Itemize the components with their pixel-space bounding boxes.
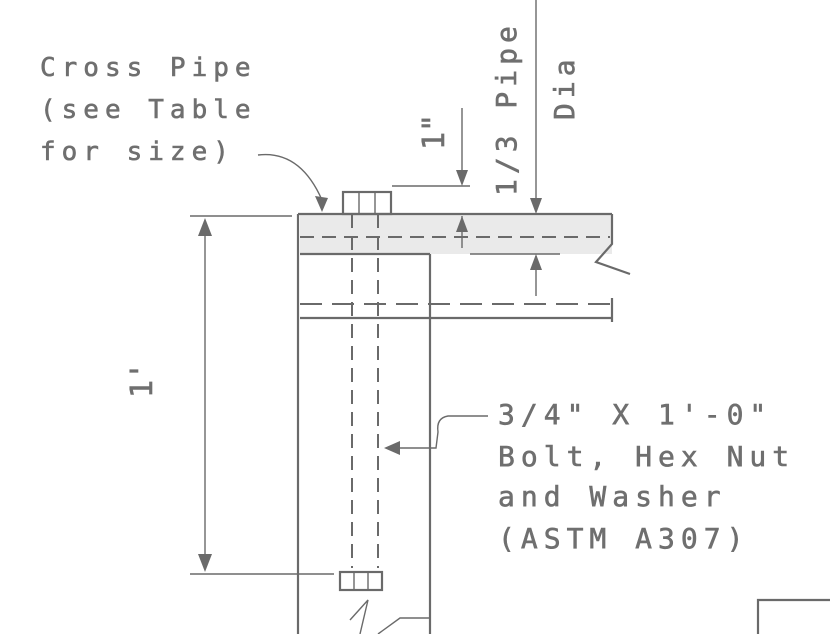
height-dim-label: 1' — [125, 362, 160, 398]
hex-nut-bottom — [338, 570, 384, 592]
bolt-arrowhead — [384, 441, 400, 455]
bolt-line-4: (ASTM A307) — [498, 522, 749, 555]
bolt-line-1: 3/4" X 1'-0" — [498, 398, 772, 431]
pipe-fraction-label: 1/3 Pipe — [490, 21, 523, 196]
cross-pipe-leader — [257, 153, 323, 201]
vertical-post — [296, 214, 432, 634]
pipe-fraction-dimension: 1/3 Pipe Dia — [470, 0, 581, 296]
bolt-leader — [400, 415, 488, 449]
hex-nut-top — [341, 190, 393, 216]
bolt-line-3: and Washer — [498, 480, 727, 513]
depth-dimension: 1" — [392, 108, 470, 248]
cross-pipe-line-1: Cross Pipe — [40, 53, 257, 83]
bottom-fragments — [349, 598, 830, 634]
cross-pipe-line-2: (see Table — [40, 95, 257, 125]
dia-label: Dia — [548, 54, 581, 120]
adjacent-detail-frame — [756, 598, 830, 634]
bolt-line-2: Bolt, Hex Nut — [498, 440, 795, 473]
cross-pipe-fill — [300, 214, 612, 254]
pipe-break-mark — [594, 214, 631, 276]
height-dimension: 1' — [125, 215, 334, 575]
bolt-callout: 3/4" X 1'-0" Bolt, Hex Nut and Washer (A… — [384, 398, 795, 555]
cross-pipe-line-3: for size) — [40, 137, 235, 167]
bolt — [338, 190, 393, 592]
cross-pipe-callout: Cross Pipe (see Table for size) — [40, 53, 328, 212]
cross-pipe-arrowhead — [315, 196, 328, 212]
depth-dim-label: 1" — [417, 114, 452, 150]
rail-pipe — [300, 298, 614, 322]
